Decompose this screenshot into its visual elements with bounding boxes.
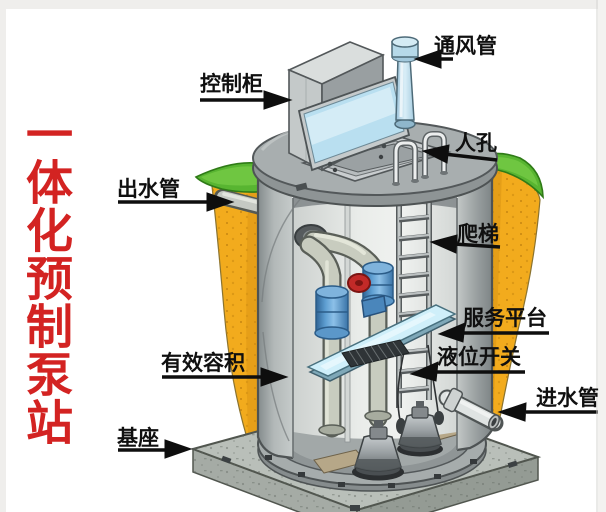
ladder-graphic [396, 181, 432, 408]
arrow-level-switch [409, 361, 525, 382]
arrow-outlet-pipe [118, 192, 235, 212]
label-level-switch: 液位开关 [437, 346, 521, 369]
pump-couplings [314, 261, 395, 340]
label-effective-volume: 有效容积 [161, 352, 245, 375]
label-ladder: 爬梯 [457, 223, 499, 246]
label-inlet-pipe: 进水管 [536, 387, 599, 410]
arrow-inlet-pipe [497, 402, 601, 422]
label-manhole: 人孔 [455, 132, 497, 155]
arrow-vent-pipe [413, 49, 453, 69]
gate-valve [347, 273, 371, 293]
float-switches [396, 344, 444, 434]
label-service-platform: 服务平台 [463, 307, 547, 330]
tank-walls [256, 168, 494, 460]
arrow-base [118, 439, 193, 459]
service-platform-graphic [306, 304, 457, 382]
inlet-pipe-graphic [438, 387, 504, 432]
label-vent-pipe: 通风管 [434, 35, 497, 58]
label-control-cabinet: 控制柜 [200, 73, 263, 96]
arrow-ladder [429, 234, 501, 254]
label-outlet-pipe: 出水管 [117, 178, 180, 201]
arrow-service-platform [437, 322, 549, 343]
arrow-effective-volume [162, 367, 289, 387]
handrails [392, 131, 448, 186]
annotation-arrows [118, 49, 601, 459]
hatch-lid [297, 75, 411, 172]
arrow-control-cabinet [200, 90, 293, 110]
submersible-pumps [352, 401, 443, 481]
label-base: 基座 [117, 427, 159, 450]
page-title: 一体化预制泵站 [18, 110, 70, 446]
vent-pipe-graphic [391, 36, 419, 130]
arrow-manhole [421, 144, 498, 164]
